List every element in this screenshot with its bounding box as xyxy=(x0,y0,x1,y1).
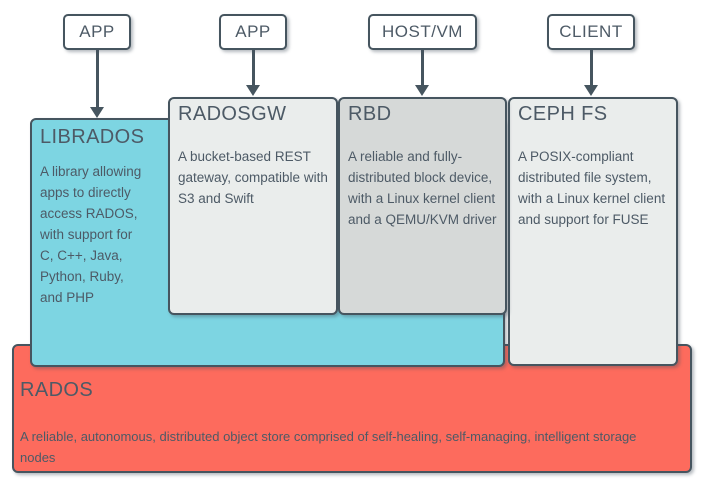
arrow-head xyxy=(90,107,104,118)
top-node-client: CLIENT xyxy=(547,14,635,50)
arrow-hostvm-to-rbd-icon xyxy=(415,50,429,96)
layer-librados-title: LIBRADOS xyxy=(40,126,145,148)
top-node-app-2-label: APP xyxy=(235,22,271,41)
layer-cephfs-description: A POSIX-compliant distributed file syste… xyxy=(518,149,666,227)
layer-radosgw-description: A bucket-based REST gateway, compatible … xyxy=(178,149,328,206)
top-node-client-label: CLIENT xyxy=(559,22,623,41)
arrow-head xyxy=(415,85,429,96)
top-node-app-2: APP xyxy=(219,14,287,50)
layer-rbd-title: RBD xyxy=(348,103,392,125)
top-node-app-1-label: APP xyxy=(79,22,115,41)
layer-rbd-description: A reliable and fully- distributed block … xyxy=(348,149,497,227)
arrow-client-to-cephfs-icon xyxy=(584,50,598,96)
arrow-app2-to-radosgw-icon xyxy=(246,50,260,96)
top-node-host-vm: HOST/VM xyxy=(368,14,477,50)
arrow-shaft xyxy=(589,50,593,85)
top-node-host-vm-label: HOST/VM xyxy=(382,22,463,41)
layer-librados-description: A library allowing apps to directly acce… xyxy=(40,164,142,305)
layer-rados-title: RADOS xyxy=(20,379,94,401)
layer-cephfs-title: CEPH FS xyxy=(518,103,608,125)
arrow-app1-to-librados-icon xyxy=(90,50,104,118)
top-node-app-1: APP xyxy=(63,14,131,50)
layer-radosgw: RADOSGW A bucket-based REST gateway, com… xyxy=(168,97,338,315)
arrow-head xyxy=(584,85,598,96)
arrow-head xyxy=(246,85,260,96)
layer-cephfs: CEPH FS A POSIX-compliant distributed fi… xyxy=(508,97,678,366)
arrow-shaft xyxy=(95,50,99,107)
arrow-shaft xyxy=(251,50,255,85)
layer-radosgw-title: RADOSGW xyxy=(178,103,287,125)
layer-rados-description: A reliable, autonomous, distributed obje… xyxy=(20,429,637,465)
layer-rbd: RBD A reliable and fully- distributed bl… xyxy=(338,97,507,315)
arrow-shaft xyxy=(420,50,424,85)
